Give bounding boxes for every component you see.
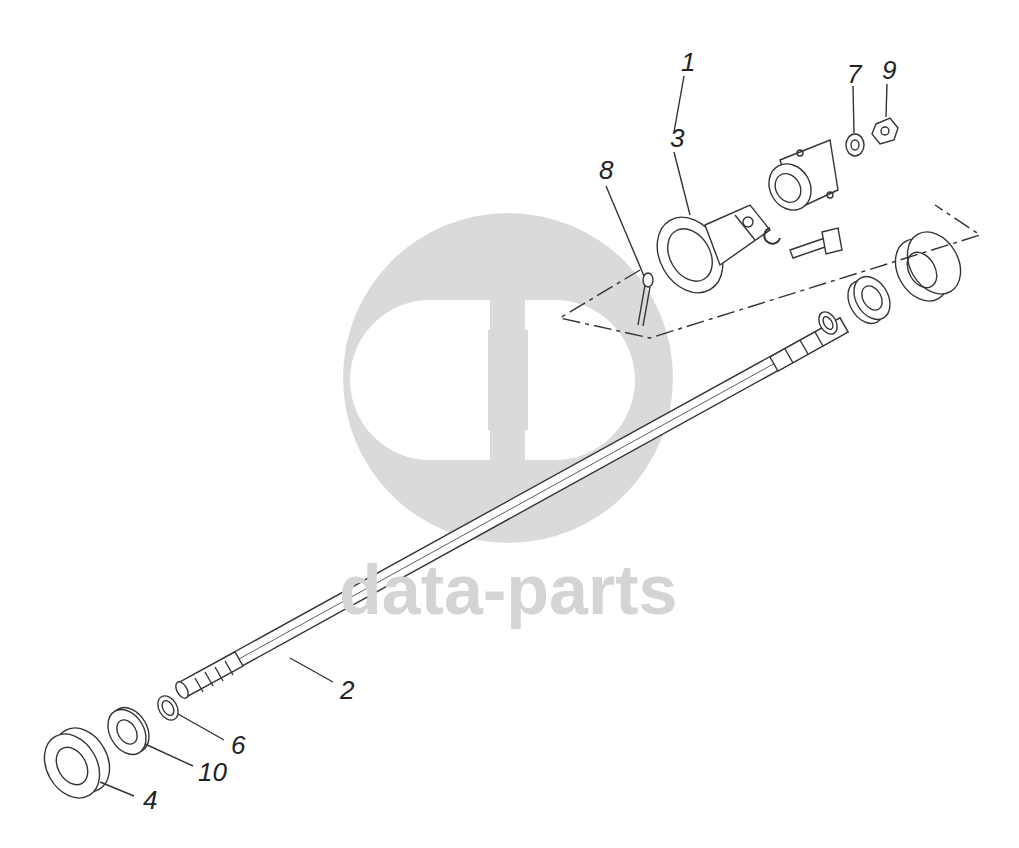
callout-number: 2: [340, 677, 354, 703]
drawing: [33, 76, 980, 808]
callout-number: 9: [882, 57, 896, 83]
watermark-text: data-parts: [339, 555, 677, 625]
callout-number: 7: [847, 61, 861, 87]
callout-number: 8: [599, 157, 613, 183]
callout-number: 10: [198, 759, 227, 785]
callout-number: 4: [143, 787, 157, 813]
callout-number: 6: [231, 732, 245, 758]
callout-number: 3: [670, 125, 684, 151]
callout-number: 1: [681, 49, 695, 75]
watermark-logo: [343, 213, 673, 543]
